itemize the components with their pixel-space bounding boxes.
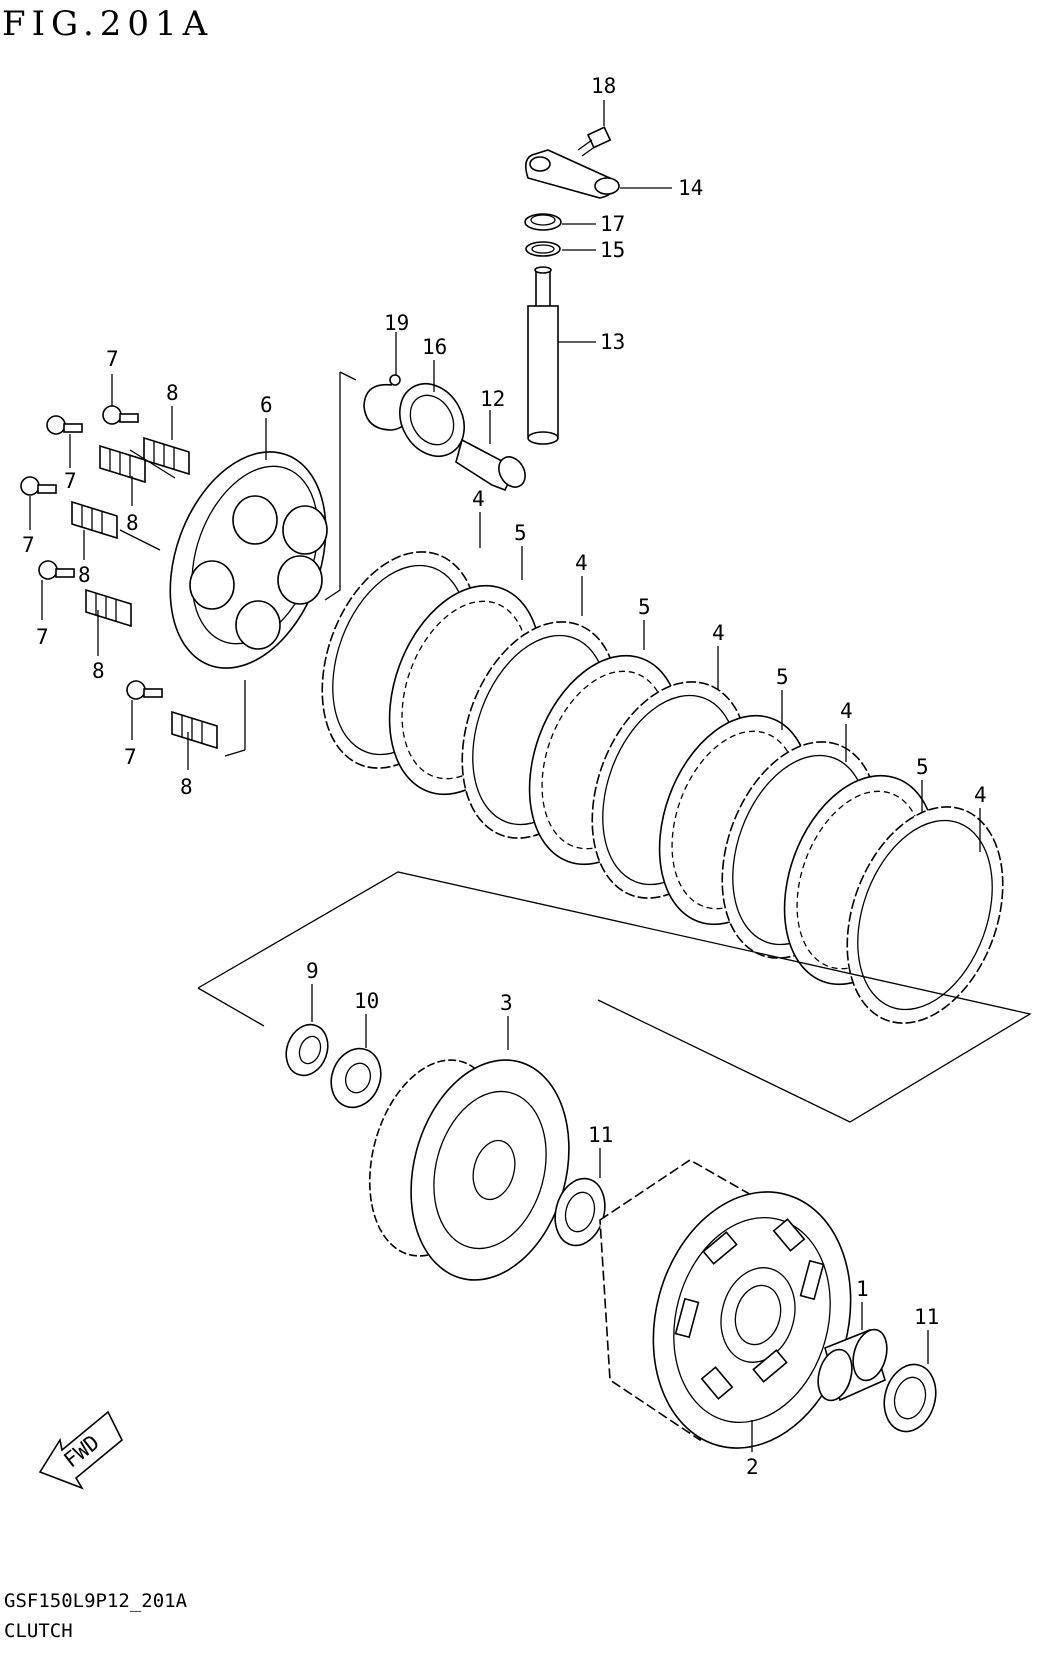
callout-7: 7: [36, 625, 49, 649]
callout-5: 5: [514, 521, 527, 545]
assembly-guide-lines: [119, 371, 1032, 1123]
callout-15: 15: [600, 238, 625, 262]
part-2-clutch-housing[interactable]: [599, 1159, 878, 1470]
part-18-bolt[interactable]: [577, 126, 612, 157]
callout-8: 8: [78, 563, 91, 587]
callout-3: 3: [500, 991, 513, 1015]
callout-7: 7: [124, 745, 137, 769]
callout-8: 8: [126, 511, 139, 535]
part-15-washer[interactable]: [525, 241, 561, 257]
callout-4: 4: [974, 783, 987, 807]
fwd-arrow-icon: FWD: [38, 1410, 124, 1490]
part-13-release-shaft[interactable]: [527, 266, 559, 445]
callout-leader-lines: [29, 100, 981, 1452]
part-3-clutch-sleeve-hub[interactable]: [349, 1042, 592, 1298]
diagram-name: CLUTCH: [4, 1620, 73, 1642]
callout-1: 1: [856, 1277, 869, 1301]
callout-6: 6: [260, 393, 273, 417]
callout-8: 8: [92, 659, 105, 683]
callout-8: 8: [180, 775, 193, 799]
part-8-springs[interactable]: [71, 436, 218, 750]
part-9-nut[interactable]: [279, 1019, 334, 1082]
part-10-lock-washer[interactable]: [323, 1042, 389, 1115]
callout-16: 16: [422, 335, 447, 359]
callout-4: 4: [840, 699, 853, 723]
part-7-bolts[interactable]: [20, 405, 163, 700]
callout-19: 19: [384, 311, 409, 335]
callout-4: 4: [712, 621, 725, 645]
callout-9: 9: [306, 959, 319, 983]
part-1-spacer[interactable]: [813, 1326, 892, 1405]
callout-11: 11: [588, 1123, 613, 1147]
part-4-5-clutch-plates[interactable]: [294, 530, 1031, 1045]
part-17-oil-seal[interactable]: [524, 213, 562, 231]
callout-14: 14: [678, 176, 703, 200]
part-14-release-arm[interactable]: [524, 149, 620, 199]
callout-7: 7: [106, 347, 119, 371]
part-11-washer-lower[interactable]: [877, 1359, 943, 1438]
diagram-code: GSF150L9P12_201A: [4, 1590, 188, 1612]
callout-2: 2: [746, 1455, 759, 1479]
callout-10: 10: [354, 989, 379, 1013]
callout-4: 4: [575, 551, 588, 575]
callout-5: 5: [776, 665, 789, 689]
callout-13: 13: [600, 330, 625, 354]
callout-4: 4: [472, 487, 485, 511]
part-12-push-piece[interactable]: [455, 438, 530, 492]
callout-7: 7: [22, 533, 35, 557]
callout-12: 12: [480, 387, 505, 411]
callout-labels: 18 14 17 15 13 19 16 12 7 8 6 7 8 7 8 7 …: [22, 74, 987, 1479]
part-6-pressure-plate[interactable]: [142, 430, 354, 690]
callout-7: 7: [64, 469, 77, 493]
callout-5: 5: [638, 595, 651, 619]
callout-5: 5: [916, 755, 929, 779]
callout-11: 11: [914, 1305, 939, 1329]
callout-18: 18: [591, 74, 616, 98]
part-16-bearing[interactable]: [387, 372, 477, 468]
figure-title: FIG.201A: [2, 4, 214, 44]
callout-8: 8: [166, 381, 179, 405]
callout-17: 17: [600, 212, 625, 236]
